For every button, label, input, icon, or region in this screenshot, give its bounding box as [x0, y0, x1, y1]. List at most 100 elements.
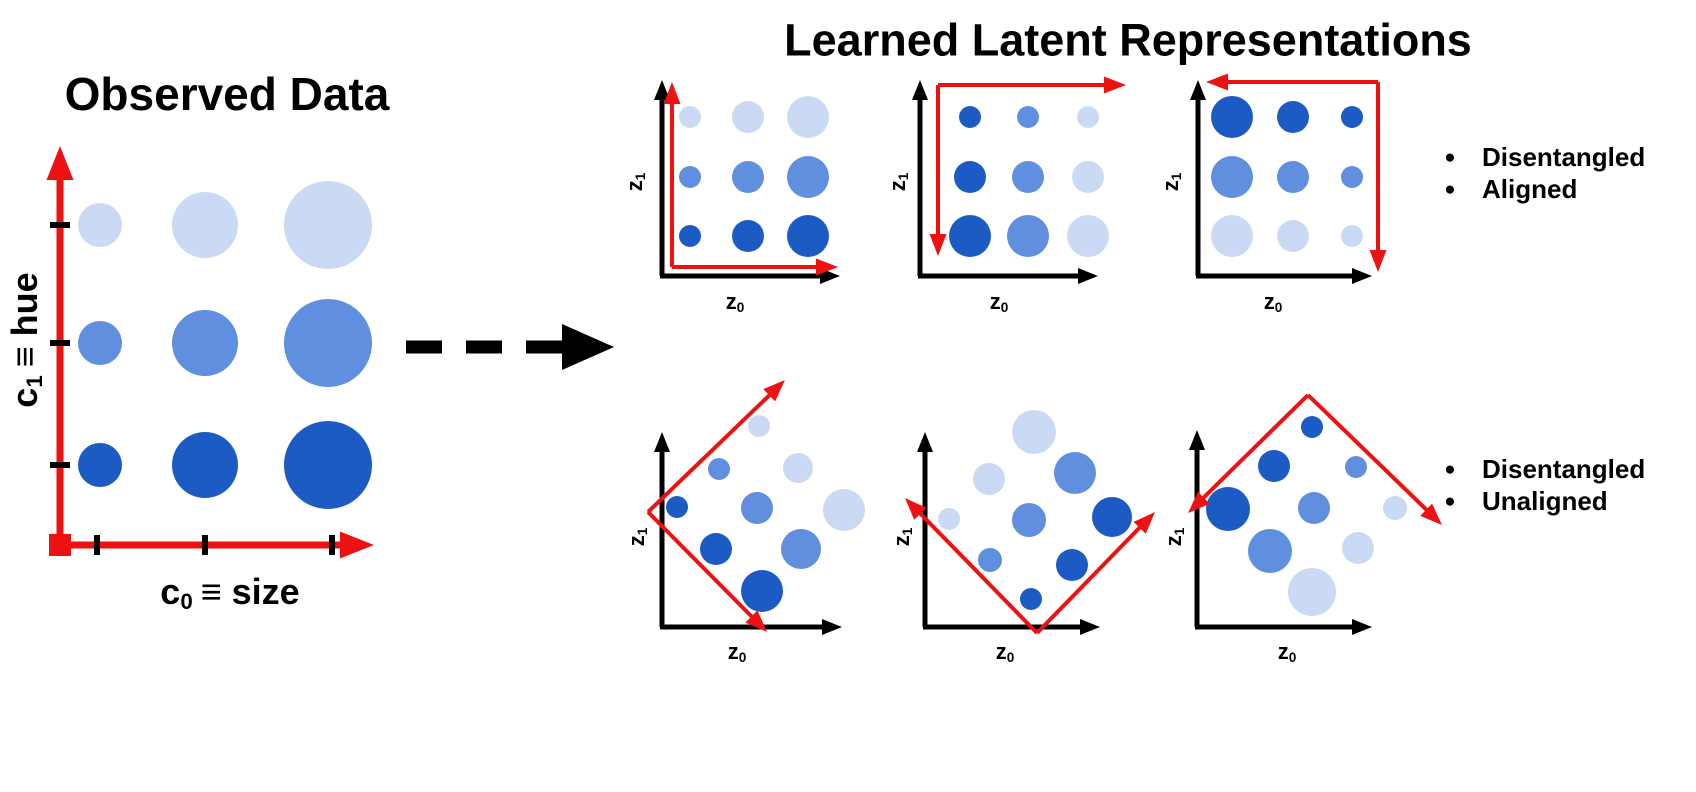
axis-suffix: ≡ size [200, 571, 300, 612]
latent-unaligned-2-circle [1012, 410, 1056, 454]
latent-unaligned-1-factor-axis [646, 384, 781, 514]
latent-unaligned-1-y-axis-label: z1 [624, 527, 650, 547]
axis-subscript: 0 [1274, 300, 1283, 315]
latent-unaligned-3-y-axis-arrowhead [1189, 430, 1205, 450]
mapping-arrowhead [562, 324, 614, 370]
latent-unaligned-1-circle [823, 489, 865, 531]
bullet-icon: ● [1444, 146, 1456, 168]
latent-unaligned-2-x-axis-label: z0 [995, 639, 1015, 665]
latent-unaligned-2-circle [1054, 452, 1096, 494]
latent-unaligned-2-circle [973, 463, 1005, 495]
latent-unaligned-3-circle [1342, 532, 1374, 564]
legend-item: ● Aligned [1438, 173, 1645, 205]
latent-unaligned-3-circle [1248, 529, 1292, 573]
latent-aligned-1-y-axis-arrowhead [654, 80, 670, 100]
latent-aligned-1-circle [787, 156, 829, 198]
legend-label: Disentangled [1482, 141, 1646, 172]
axis-letter: z [725, 289, 737, 314]
axis-subscript: 0 [736, 300, 745, 315]
axis-letter: c [160, 571, 181, 612]
latent-unaligned-3-circle [1288, 568, 1336, 616]
latent-aligned-3-factor-arrowhead [1369, 250, 1387, 272]
latent-aligned-1-factor-arrowhead [663, 82, 681, 104]
axis-subscript: 1 [1172, 527, 1187, 536]
axis-subscript: 0 [180, 588, 193, 614]
latent-aligned-2-factor-arrowhead [1104, 76, 1126, 94]
latent-aligned-3-y-axis-label: z1 [1158, 173, 1184, 192]
latent-aligned-1-circle [732, 101, 764, 133]
legend-item: ● Disentangled [1438, 141, 1645, 173]
latent-unaligned-1-factor-arrowhead [763, 380, 785, 402]
observed-x-axis-label: c0 ≡ size [160, 571, 300, 613]
latent-unaligned-1-circle [666, 496, 688, 518]
latent-aligned-3-x-axis-label: z0 [1263, 289, 1283, 315]
axis-subscript: 1 [900, 527, 915, 536]
latent-aligned-1-circle [732, 161, 764, 193]
latent-aligned-2-circle [1077, 106, 1099, 128]
latent-unaligned-3-circle [1301, 416, 1323, 438]
latent-unaligned-1-factor-arrowhead [745, 610, 767, 632]
latent-aligned-3-x-axis-arrowhead [1352, 268, 1372, 284]
observed-circle [78, 203, 122, 247]
latent-unaligned-1-circle [741, 492, 773, 524]
latent-unaligned-1-circle [748, 415, 770, 437]
legend-item: ● Disentangled [1438, 453, 1645, 485]
axis-letter: z [995, 639, 1007, 664]
latent-aligned-1-circle [787, 96, 829, 138]
latent-aligned-1-y-axis-label: z1 [622, 172, 648, 192]
latent-unaligned-2-circle [1056, 549, 1088, 581]
latent-unaligned-1-circle [783, 453, 813, 483]
observed-circle [284, 299, 372, 387]
latent-aligned-2-y-axis-arrowhead [912, 80, 928, 100]
observed-x-axis-arrowhead [340, 531, 374, 559]
latent-unaligned-3-x-axis-arrowhead [1352, 619, 1372, 635]
observed-circle [78, 321, 122, 365]
latent-aligned-1-circle [679, 225, 701, 247]
latent-unaligned-3-factor-arrowhead [1188, 491, 1210, 513]
latent-unaligned-1-circle [708, 458, 730, 480]
latent-unaligned-3-circle [1383, 496, 1407, 520]
latent-aligned-1-circle [679, 166, 701, 188]
legend-item: ● Unaligned [1438, 485, 1645, 517]
axis-subscript: 0 [738, 650, 747, 665]
latent-aligned-2-circle [1012, 161, 1044, 193]
observed-circle [172, 192, 238, 258]
latent-aligned-3-circle [1341, 225, 1363, 247]
axis-letter: z [624, 535, 649, 547]
latent-unaligned-2-factor-arrowhead [1133, 512, 1155, 534]
latent-aligned-1-factor-arrowhead [816, 258, 838, 276]
axis-letter: z [1263, 289, 1275, 314]
axis-subscript: 0 [1006, 650, 1015, 665]
latent-aligned-2-circle [949, 215, 991, 257]
observed-y-axis-arrowhead [46, 146, 74, 180]
latent-unaligned-3-factor-axis [1306, 393, 1438, 521]
observed-circle [172, 432, 238, 498]
bullet-icon: ● [1444, 490, 1456, 512]
observed-circle [284, 181, 372, 269]
latent-aligned-3-circle [1211, 156, 1253, 198]
axis-subscript: 1 [21, 375, 47, 388]
axis-suffix: ≡ hue [4, 272, 45, 368]
axis-letter: z [1277, 639, 1289, 664]
axis-letter: z [727, 639, 739, 664]
latent-unaligned-1-circle [741, 570, 783, 612]
bullet-icon: ● [1444, 178, 1456, 200]
axis-subscript: 1 [635, 527, 650, 536]
latent-aligned-3-circle [1277, 161, 1309, 193]
latent-unaligned-3-circle [1258, 450, 1290, 482]
latent-unaligned-3-x-axis-label: z0 [1277, 639, 1297, 665]
axis-letter: z [1161, 535, 1186, 547]
axis-subscript: 0 [1288, 650, 1297, 665]
latent-unaligned-2-y-axis-arrowhead [917, 432, 933, 452]
legend-aligned: ● Disentangled ● Aligned [1438, 141, 1645, 205]
latent-unaligned-3-circle [1298, 492, 1330, 524]
latent-unaligned-1-factor-axis [646, 510, 763, 628]
legend-label: Disentangled [1482, 453, 1646, 484]
latent-aligned-1-circle [732, 220, 764, 252]
latent-unaligned-3-factor-arrowhead [1420, 503, 1442, 525]
latent-aligned-2-circle [954, 161, 986, 193]
legend-unaligned: ● Disentangled ● Unaligned [1438, 453, 1645, 517]
latent-aligned-2-circle [1007, 215, 1049, 257]
axis-subscript: 1 [633, 172, 648, 181]
latent-unaligned-2-circle [1020, 588, 1042, 610]
